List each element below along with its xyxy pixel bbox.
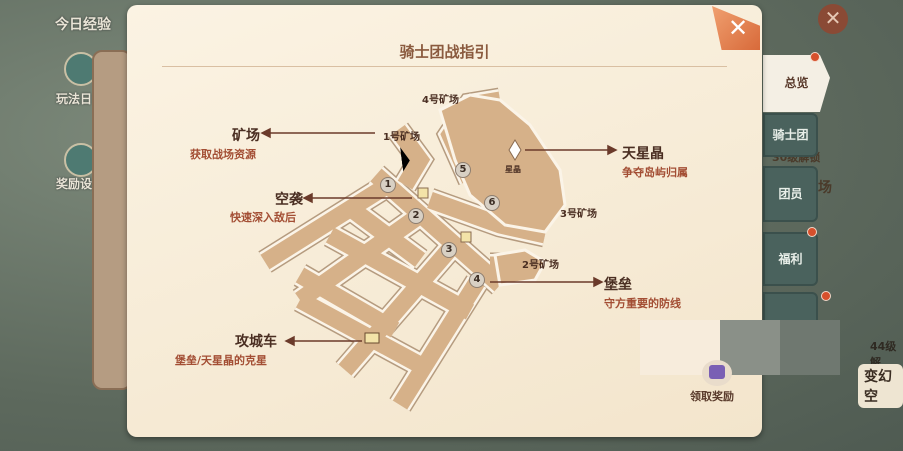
mine-4-label: 4号矿场 — [422, 95, 459, 106]
daily-exp-label: 今日经验 — [55, 17, 111, 33]
reward-settings-label[interactable]: 奖励设 — [56, 177, 93, 191]
mine-2-label: 2号矿场 — [522, 260, 559, 271]
notification-dot — [821, 291, 831, 301]
close-button[interactable]: ✕ — [818, 4, 848, 34]
airstrike-desc: 快速深入敌后 — [230, 211, 296, 224]
crystal-label: 星晶 — [505, 165, 521, 174]
node-6: 6 — [484, 195, 500, 211]
mine2-region — [493, 248, 548, 287]
airstrike-title: 空袭 — [275, 192, 303, 208]
siege-desc: 堡垒/天星晶的克星 — [175, 354, 268, 367]
title-divider — [162, 66, 727, 67]
mine-desc: 获取战场资源 — [190, 148, 256, 161]
unlock-44-label: 44级解 — [870, 340, 897, 369]
siege-cart-icon — [364, 332, 380, 344]
reward-chest-icon[interactable] — [702, 360, 732, 386]
tab-members[interactable]: 团员 — [763, 166, 818, 222]
fortress-title: 堡垒 — [604, 277, 632, 293]
node-1: 1 — [380, 177, 396, 193]
mine-1-label: 1号矿场 — [383, 132, 420, 143]
mine-title: 矿场 — [232, 128, 260, 144]
tab-overview[interactable]: 总览 — [763, 55, 830, 112]
tab-benefits[interactable]: 福利 — [763, 232, 818, 286]
airstrike-icon — [417, 187, 429, 199]
mine-3-label: 3号矿场 — [560, 209, 597, 220]
node-5: 5 — [455, 162, 471, 178]
star-crystal-desc: 争夺岛屿归属 — [622, 166, 688, 179]
node-2: 2 — [408, 208, 424, 224]
notification-dot — [807, 227, 817, 237]
panel-title: 骑士团战指引 — [399, 43, 490, 61]
crystal-icon — [508, 139, 522, 161]
siege-title: 攻城车 — [235, 334, 277, 350]
fortress-desc: 守方重要的防线 — [604, 297, 681, 310]
transform-button[interactable]: 变幻空 — [858, 364, 903, 408]
crystal-region — [438, 93, 567, 234]
pointer-arrows — [260, 127, 618, 347]
star-crystal-title: 天星晶 — [622, 146, 664, 162]
node-3: 3 — [441, 242, 457, 258]
field-label: 场 — [818, 180, 832, 196]
pixelated-region — [640, 320, 840, 375]
claim-reward-button[interactable]: 领取奖励 — [690, 390, 734, 403]
tab-knights[interactable]: 骑士团 — [763, 113, 818, 157]
airstrike-icon — [460, 231, 472, 243]
node-4: 4 — [469, 272, 485, 288]
notification-dot — [810, 52, 820, 62]
play-calendar-label[interactable]: 玩法日 — [56, 92, 93, 106]
